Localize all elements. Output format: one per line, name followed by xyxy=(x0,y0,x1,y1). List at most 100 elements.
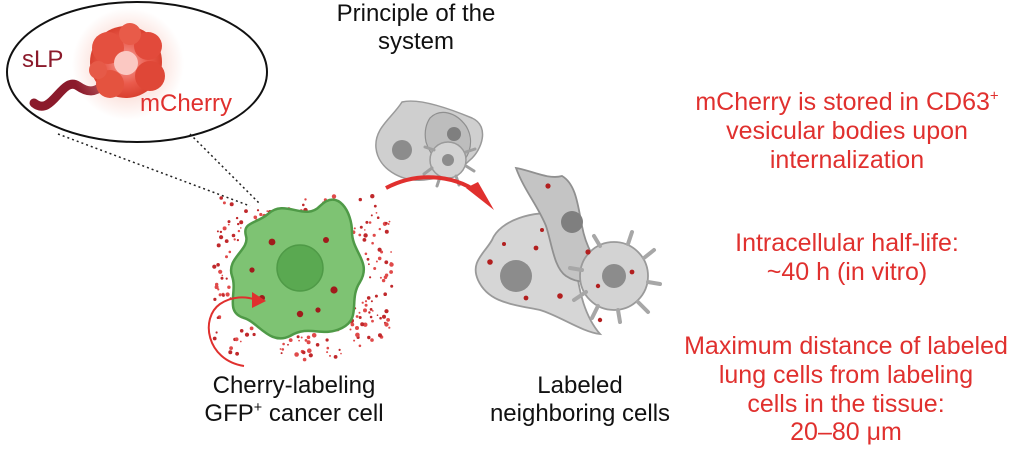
mcherry-particle xyxy=(281,348,285,351)
mcherry-particles xyxy=(212,194,394,362)
mcherry-particle xyxy=(212,264,217,269)
mcherry-particle xyxy=(382,314,386,319)
mcherry-particle xyxy=(280,352,283,355)
mcherry-particle xyxy=(225,277,228,280)
labeled-cell-spiky xyxy=(568,230,662,324)
fact-distance-line-2: lung cells from labeling xyxy=(718,360,974,389)
mcherry-particle xyxy=(229,202,234,207)
mcherry-particle xyxy=(300,336,303,339)
mcherry-particle xyxy=(212,336,217,341)
mcherry-particle xyxy=(388,220,391,223)
mcherry-particle xyxy=(235,351,240,356)
target-cells-label: Labeled neighboring cells xyxy=(470,372,690,427)
mcherry-particle xyxy=(349,328,352,331)
fact-storage-line-2: vesicular bodies upon xyxy=(726,116,968,145)
mcherry-particle xyxy=(287,343,289,346)
source-cell-label: Cherry-labeling GFP+ cancer cell xyxy=(176,372,412,427)
title-line-1: Principle of the xyxy=(336,0,496,27)
mcherry-particle xyxy=(374,294,378,298)
fact-distance-line-3: cells in the tissue: xyxy=(747,389,945,418)
gfp-cell-nucleus xyxy=(276,244,324,292)
mcherry-particle xyxy=(384,322,389,327)
mcherry-particle xyxy=(240,227,242,229)
mcherry-particle xyxy=(237,229,241,233)
connector-line-right xyxy=(189,133,261,205)
fact-half-life-line-2: ~40 h (in vitro) xyxy=(766,257,928,286)
mcherry-particle xyxy=(363,233,368,238)
mcherry-particle xyxy=(372,233,376,237)
transfer-arrow-head xyxy=(466,182,494,210)
mcherry-particle xyxy=(326,346,330,350)
mcherry-particle xyxy=(218,293,222,297)
mcherry-particle xyxy=(353,339,356,342)
fact-half-life: Intracellular half-life: ~40 h (in vitro… xyxy=(668,229,1026,287)
mcherry-particle xyxy=(224,239,229,244)
labeled-cells xyxy=(474,166,662,336)
mcherry-particle xyxy=(239,329,244,333)
source-label-line-2: GFP+ cancer cell xyxy=(204,399,384,427)
mcherry-particle xyxy=(384,229,389,234)
mcherry-particle xyxy=(216,243,221,248)
fact-storage: mCherry is stored in CD63+ vesicular bod… xyxy=(668,88,1026,174)
connector-line-left xyxy=(57,133,251,207)
mcherry-particle xyxy=(236,239,239,242)
mcherry-particle xyxy=(229,346,234,350)
mcherry-particle xyxy=(220,276,224,280)
mcherry-particle xyxy=(368,221,372,224)
mcherry-particle xyxy=(383,292,388,297)
mcherry-particle xyxy=(386,318,390,322)
diagram-title: Principle of the system xyxy=(316,0,516,55)
mcherry-particle xyxy=(282,342,285,346)
mcherry-particle xyxy=(333,355,338,359)
mcherry-particle xyxy=(364,229,366,231)
mcherry-particle xyxy=(301,350,306,355)
fact-half-life-line-1: Intracellular half-life: xyxy=(735,229,959,257)
mcherry-particle xyxy=(294,352,299,357)
mcherry-particle xyxy=(390,251,392,253)
mcherry-particle xyxy=(244,332,250,337)
mcherry-particle xyxy=(366,296,371,300)
mcherry-particle xyxy=(234,337,239,342)
source-label-line-1: Cherry-labeling xyxy=(212,372,376,399)
mcherry-particle xyxy=(298,339,300,342)
mcherry-particle xyxy=(296,335,300,339)
mcherry-particle xyxy=(371,241,374,245)
mcherry-particle xyxy=(363,308,367,313)
mcherry-particle xyxy=(216,263,220,267)
mcherry-particle xyxy=(368,311,371,314)
mcherry-particle xyxy=(237,222,240,226)
mcherry-particle xyxy=(233,238,236,241)
mcherry-particle xyxy=(222,226,227,231)
mcherry-particle xyxy=(389,262,394,267)
mcherry-particle xyxy=(358,311,361,314)
mcherry-particle xyxy=(353,227,356,230)
mcherry-particle xyxy=(315,343,320,347)
mcherry-particle xyxy=(376,314,379,317)
mcherry-particle xyxy=(350,322,355,327)
mcherry-particle xyxy=(366,257,370,261)
mcherry-particle xyxy=(369,308,373,311)
mcherry-particle xyxy=(304,198,307,201)
fact-distance-line-1: Maximum distance of labeled xyxy=(684,332,1008,360)
mcherry-particle xyxy=(379,276,382,279)
mcherry-particle xyxy=(307,348,312,354)
mcherry-particle xyxy=(266,210,269,213)
mcherry-particle xyxy=(367,335,371,340)
mcherry-particle xyxy=(228,250,232,254)
mcherry-particle xyxy=(373,267,377,270)
mcherry-particle xyxy=(228,350,233,355)
mcherry-particle xyxy=(221,274,224,277)
mcherry-particle xyxy=(371,310,374,312)
title-line-2: system xyxy=(377,27,454,55)
mcherry-particle xyxy=(378,333,382,338)
mcherry-particle xyxy=(225,292,230,297)
mcherry-particle xyxy=(340,352,342,355)
mcherry-particle xyxy=(364,300,368,303)
mcherry-particle xyxy=(279,348,282,350)
mcherry-label: mCherry xyxy=(140,90,233,117)
mcherry-particle xyxy=(373,204,377,208)
mcherry-particle xyxy=(259,212,263,217)
mcherry-particle xyxy=(363,322,368,327)
mcherry-particle xyxy=(331,194,337,199)
